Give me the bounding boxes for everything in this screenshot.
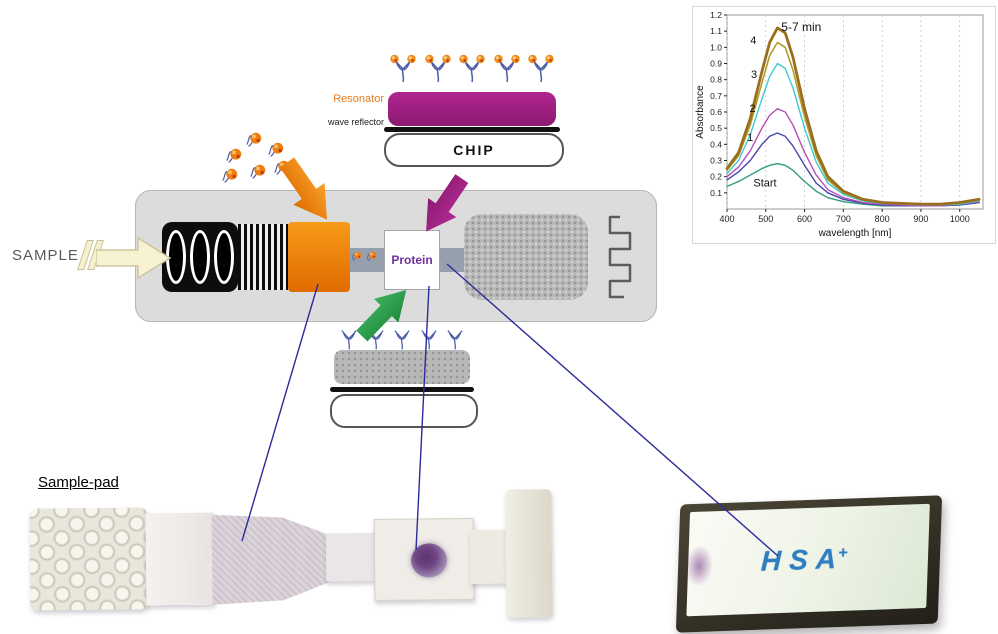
- antibody: [444, 326, 466, 358]
- chart-xtick-label: 1000: [950, 214, 970, 224]
- hsa-chip-text: HSA+: [760, 542, 856, 577]
- chart-xlabel: wavelength [nm]: [818, 228, 892, 239]
- chart-annotation: 5-7 min: [781, 20, 821, 34]
- antibody-icon: [447, 330, 463, 350]
- assay-spot: [410, 543, 448, 578]
- wave-reflector-label: wave reflector: [327, 117, 384, 127]
- antibody-icon: [493, 54, 520, 83]
- lens-icon: [190, 230, 210, 284]
- chart-xtick-label: 400: [719, 214, 734, 224]
- antibody-icon: [424, 54, 451, 83]
- chart-annotation: 2: [749, 103, 755, 115]
- antibody: [338, 326, 360, 358]
- chart-xtick-label: 500: [758, 214, 773, 224]
- serpentine-channel-icon: [608, 215, 632, 299]
- chart-ytick-label: 0.9: [710, 59, 722, 69]
- antibody: [459, 54, 485, 96]
- antibody-icon: [420, 330, 437, 350]
- chart-annotation: 3: [751, 69, 757, 81]
- analyte: [220, 166, 240, 191]
- strip-segment-textured: [212, 513, 331, 604]
- analyte-speck: [365, 250, 378, 268]
- analyte-speck: [350, 250, 363, 268]
- ink-smudge: [684, 544, 714, 588]
- chart-xtick-label: 800: [875, 214, 890, 224]
- resonator-label: Resonator: [333, 93, 384, 105]
- chart-ytick-label: 1.2: [710, 10, 722, 20]
- chart-ytick-label: 0.4: [710, 139, 722, 149]
- analyte: [266, 140, 286, 165]
- analyte: [248, 162, 268, 187]
- inlet-pad: [29, 507, 149, 611]
- chart-ytick-label: 0.2: [710, 172, 722, 182]
- grating-section: [238, 224, 288, 290]
- chart-ytick-label: 0.5: [710, 123, 722, 133]
- analyte-molecule-icon: [222, 168, 238, 183]
- hsa-label: HSA: [760, 542, 845, 577]
- chart-ytick-label: 0.3: [710, 156, 722, 166]
- chip-surface-line-bottom: [330, 387, 474, 392]
- antibody-row-top: [390, 54, 554, 96]
- antibody-icon: [528, 54, 554, 83]
- analyte-molecule-icon: [366, 251, 377, 261]
- hsa-chip-photo: HSA+: [675, 495, 943, 633]
- protein-zone: Protein: [384, 230, 440, 290]
- analyte: [224, 146, 244, 171]
- chart-ytick-label: 1.0: [710, 42, 722, 52]
- chip-surface-line: [384, 127, 560, 132]
- antibody-icon: [390, 54, 416, 83]
- chip-body-bottom: [330, 394, 478, 428]
- antibody: [418, 326, 440, 358]
- antibody: [390, 54, 416, 96]
- chart-annotation: 1: [747, 132, 753, 144]
- chart-ytick-label: 0.7: [710, 91, 722, 101]
- chart-annotation: 4: [750, 35, 756, 47]
- chart-xtick-label: 700: [836, 214, 851, 224]
- strip-segment: [145, 512, 215, 606]
- antibody: [391, 326, 413, 358]
- antibody: [528, 54, 554, 96]
- chart-annotation: Start: [753, 177, 776, 189]
- antibody-icon: [459, 54, 485, 83]
- chart-xtick-label: 600: [797, 214, 812, 224]
- hsa-chip-surface: HSA+: [684, 503, 930, 617]
- analyte-molecule-icon: [351, 251, 362, 261]
- antibody: [424, 54, 451, 96]
- sample-pad-label: Sample-pad: [38, 474, 119, 491]
- strip-neck: [325, 532, 379, 582]
- chart-ytick-label: 0.1: [710, 188, 722, 198]
- chart-series-5-7 min: [725, 26, 981, 206]
- hsa-plus: +: [837, 544, 856, 562]
- lateral-flow-strip-photo: [27, 487, 553, 626]
- antibody: [493, 54, 520, 96]
- conjugate-pad-block: [288, 222, 350, 292]
- absorbance-chart: 400 500 600 700 800 900 1000 0.1 0.2 0.3 0.4 0.5 0.6…: [695, 10, 984, 239]
- analyte-molecule-icon: [250, 164, 266, 179]
- chip-body: CHIP: [384, 133, 564, 167]
- detection-window: [373, 517, 475, 602]
- sample-flow-arrow-icon: [96, 236, 172, 280]
- chart-series-2: [726, 108, 980, 207]
- chart-ytick-label: 1.1: [710, 26, 722, 36]
- chart-ytick-label: 0.8: [710, 75, 722, 85]
- resonator-layer: [388, 92, 556, 126]
- analyte: [244, 130, 264, 155]
- antibody-icon: [341, 330, 357, 350]
- analyte-molecule-icon: [226, 148, 242, 163]
- chart-ylabel: Absorbance: [695, 85, 706, 139]
- sample-label: SAMPLE: [12, 247, 79, 264]
- analyte-molecule-icon: [268, 142, 284, 157]
- antibody-icon: [394, 330, 410, 350]
- strip-end-cap: [505, 489, 553, 618]
- analyte-specks: [350, 250, 382, 268]
- detection-block: [464, 214, 588, 300]
- absorbance-chart-panel: 400 500 600 700 800 900 1000 0.1 0.2 0.3 0.4 0.5 0.6…: [692, 6, 996, 244]
- strip-segment: [469, 529, 509, 584]
- chart-ytick-label: 0.6: [710, 107, 722, 117]
- analyte-molecule-icon: [246, 132, 262, 147]
- lens-icon: [214, 230, 234, 284]
- chart-xtick-label: 900: [913, 214, 928, 224]
